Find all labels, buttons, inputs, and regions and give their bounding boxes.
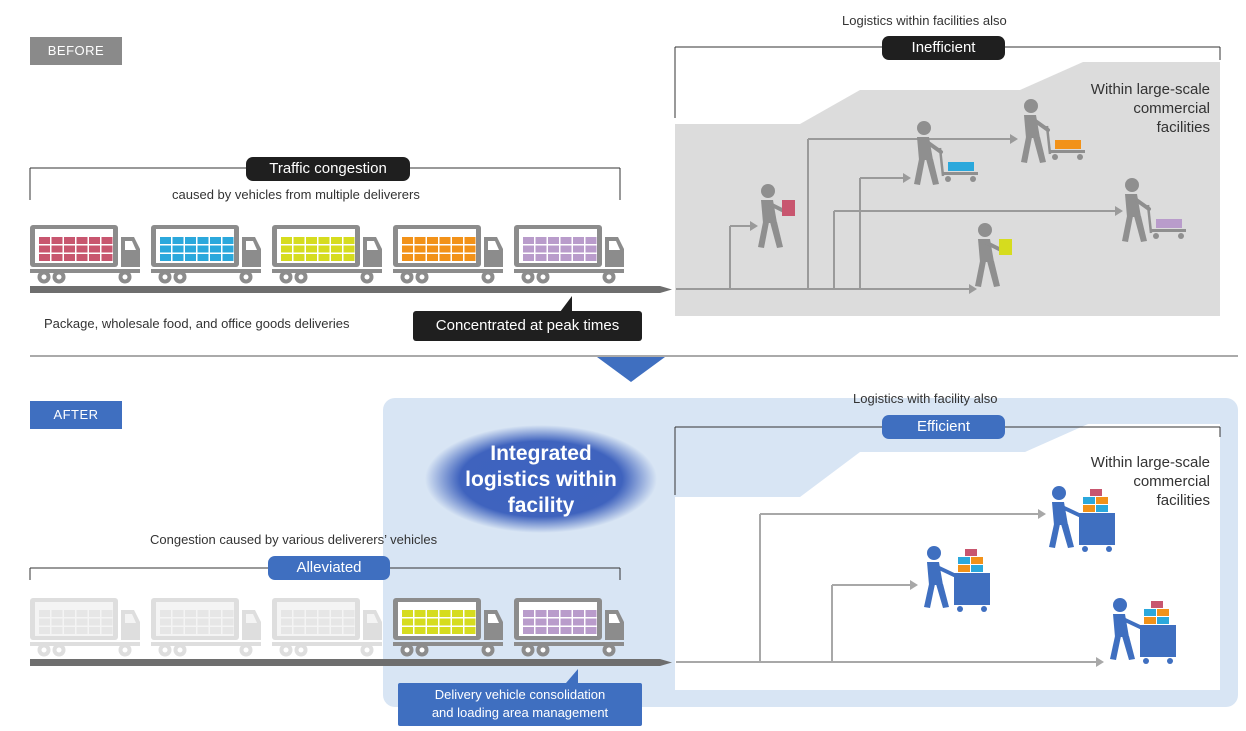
after-facility-label: Within large-scale commercial facilities [1090,454,1210,509]
delivery-truck [30,225,140,284]
worker-with-cart [1021,99,1085,163]
after-road-heading: Congestion caused by various deliverers’… [150,532,438,547]
before-facility-label: Within large-scale commercial facilities [1090,81,1210,136]
before-road [30,286,672,293]
worker-carrying-box [975,223,1012,287]
before-road-heading: Traffic congestion [246,157,410,181]
before-facility-status: Inefficient [882,36,1005,60]
delivery-truck [151,225,261,284]
before-facility-area [675,62,1220,316]
integrated-logistics-label: Integrated logistics within facility [465,442,617,517]
worker-carrying-box [758,184,795,248]
worker-with-cart [914,121,978,185]
after-facility-bracket [674,426,1221,495]
before-facility-arrowheads [750,134,1123,294]
delivery-truck [272,598,382,657]
delivery-truck [272,225,382,284]
before-workers [758,99,1186,287]
worker-with-loaded-cart [924,546,990,612]
after-callout-pointer [566,669,578,683]
before-tag: BEFORE [30,37,122,65]
after-facility-area [675,424,1220,690]
before-facility-bracket [674,46,1221,118]
after-workers [924,486,1176,664]
after-road-status: Alleviated [268,556,390,580]
worker-with-loaded-cart [1110,598,1176,664]
integrated-logistics-ellipse [425,425,657,533]
before-callout: Concentrated at peak times [413,311,642,341]
after-road [30,659,672,666]
after-trucks [30,598,624,657]
before-trucks [30,225,624,284]
worker-with-loaded-cart [1049,486,1115,552]
before-road-subheading: caused by vehicles from multiple deliver… [172,187,420,202]
after-callout: Delivery vehicle consolidation and loadi… [398,683,642,726]
after-facility-heading: Logistics with facility also [853,391,998,406]
before-callout-pointer [560,296,572,312]
delivery-truck [514,225,624,284]
delivery-truck [151,598,261,657]
before-road-caption: Package, wholesale food, and office good… [44,316,350,331]
after-facility-status: Efficient [882,415,1005,439]
delivery-truck [514,598,624,657]
after-road-bracket [29,567,621,580]
before-road-bracket [29,167,621,200]
after-tag: AFTER [30,401,122,429]
before-facility-heading: Logistics within facilities also [842,13,1007,28]
after-facility-arrowheads [910,509,1104,667]
before-to-after-arrow [597,357,665,382]
worker-with-cart [1122,178,1186,242]
after-facility-arrows [676,513,1096,663]
before-facility-arrows [676,138,1115,290]
delivery-truck [393,598,503,657]
delivery-truck [30,598,140,657]
delivery-truck [393,225,503,284]
